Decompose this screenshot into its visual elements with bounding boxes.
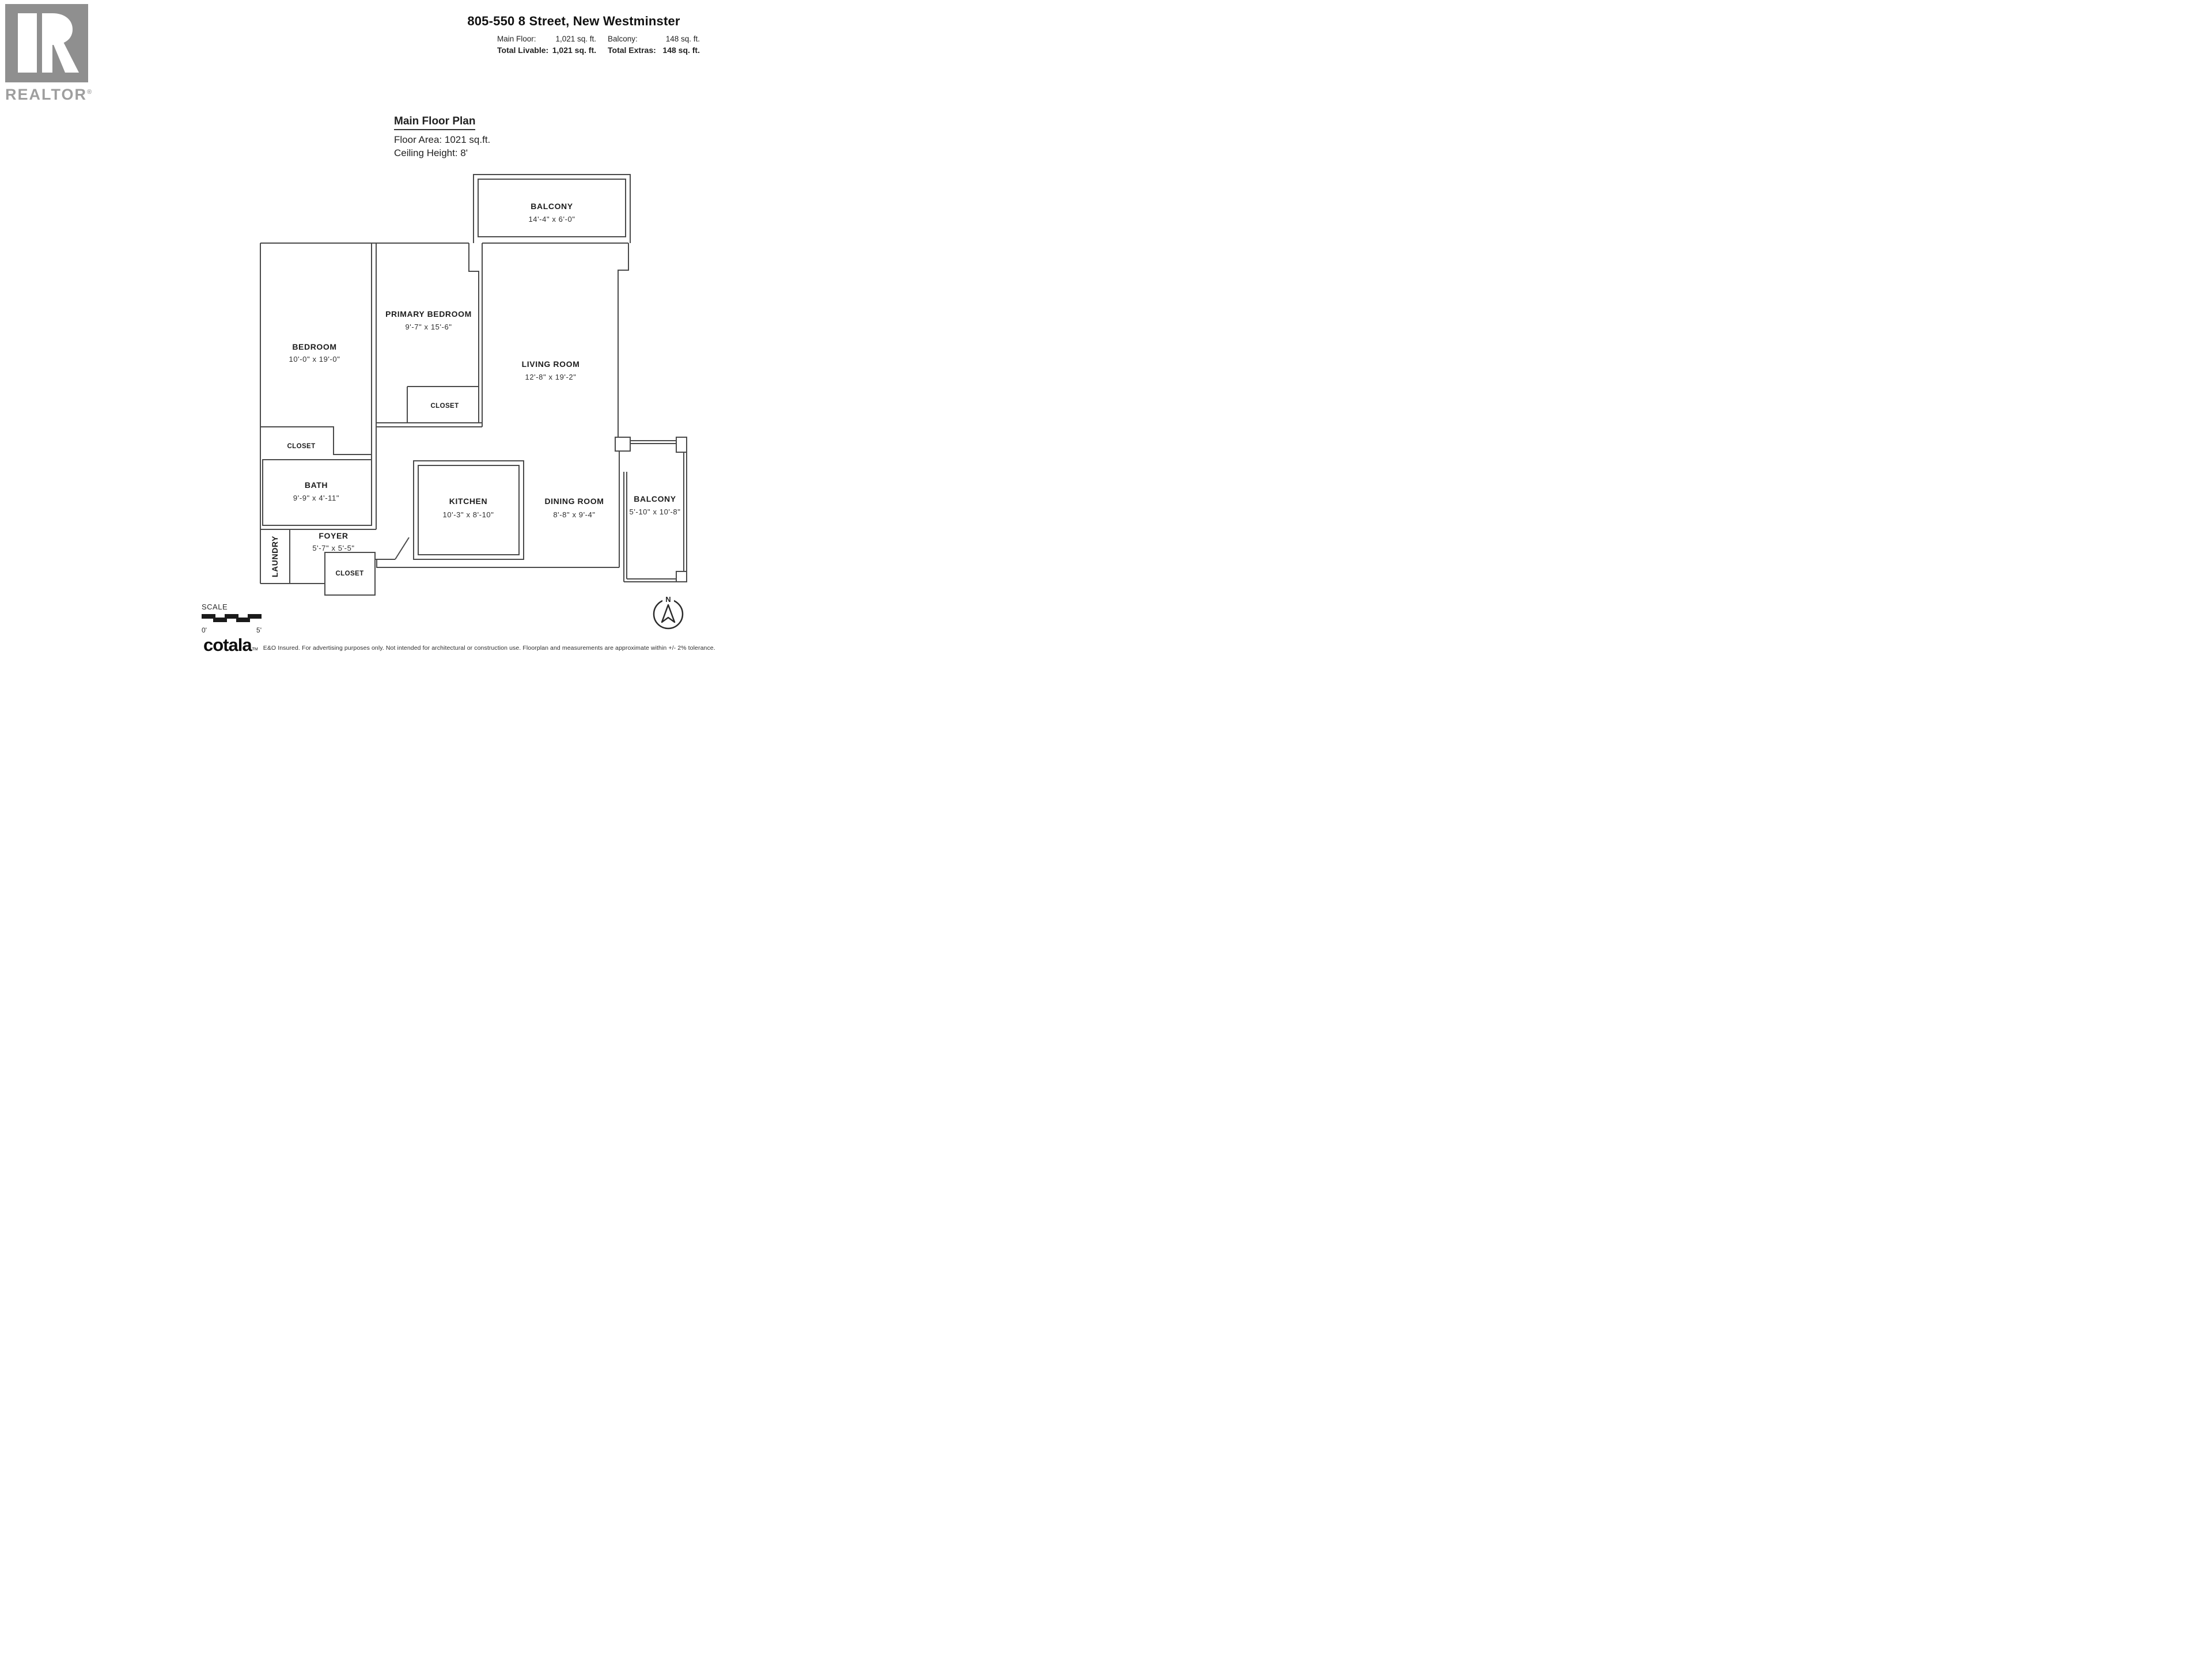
room-label-kitchen: KITCHEN <box>449 497 487 506</box>
room-label-laundry: LAUNDRY <box>270 536 279 577</box>
room-dims-primary: 9'-7" x 15'-6" <box>405 323 452 331</box>
room-label-bath: BATH <box>305 480 328 490</box>
stats-row-1: Main Floor: 1,021 sq. ft. Balcony: 148 s… <box>497 35 700 43</box>
north-compass-icon: N <box>653 594 684 630</box>
area-stats: Main Floor: 1,021 sq. ft. Balcony: 148 s… <box>497 35 700 57</box>
scale-end: 5' <box>256 626 262 634</box>
scale-start: 0' <box>202 626 207 634</box>
room-dims-foyer: 5'-7" x 5'-5" <box>312 544 354 552</box>
scale-bar-icon <box>202 614 262 622</box>
stat-value: 148 sq. ft. <box>662 46 700 55</box>
stat-label: Total Livable: <box>497 46 549 55</box>
room-label-closet-bedroom: CLOSET <box>287 443 315 450</box>
plan-info-block: Main Floor Plan Floor Area: 1021 sq.ft. … <box>394 115 490 160</box>
stat-value: 148 sq. ft. <box>665 35 700 43</box>
compass-north-label: N <box>665 595 671 604</box>
scale-block: SCALE 0' 5' <box>202 603 271 634</box>
stat-label: Main Floor: <box>497 35 536 43</box>
room-dims-balcony-top: 14'-4" x 6'-0" <box>528 215 575 224</box>
registered-symbol: ® <box>87 89 92 96</box>
room-labels: BALCONY 14'-4" x 6'-0" BEDROOM 10'-0" x … <box>270 202 680 577</box>
floor-plan-drawing: BALCONY 14'-4" x 6'-0" BEDROOM 10'-0" x … <box>257 171 695 600</box>
footer: cotalaTM E&O Insured. For advertising pu… <box>203 636 715 654</box>
room-label-closet-primary: CLOSET <box>430 403 459 410</box>
plan-ceiling-height: Ceiling Height: 8' <box>394 147 468 158</box>
room-label-closet-foyer: CLOSET <box>335 570 363 577</box>
stat-total-extras: Total Extras: 148 sq. ft. <box>608 46 700 55</box>
stat-value: 1,021 sq. ft. <box>552 46 596 55</box>
scale-label: SCALE <box>202 603 228 611</box>
room-label-primary: PRIMARY BEDROOM <box>385 309 472 319</box>
realtor-wordmark: REALTOR® <box>5 86 92 103</box>
room-label-bedroom: BEDROOM <box>292 342 336 351</box>
plan-floor-area: Floor Area: 1021 sq.ft. <box>394 134 491 145</box>
room-label-balcony-right: BALCONY <box>634 494 676 503</box>
page-title-address: 805-550 8 Street, New Westminster <box>467 14 680 28</box>
stat-value: 1,021 sq. ft. <box>555 35 596 43</box>
plan-title: Main Floor Plan <box>394 115 476 130</box>
room-dims-living: 12'-8" x 19'-2" <box>525 373 577 381</box>
stats-row-2: Total Livable: 1,021 sq. ft. Total Extra… <box>497 46 700 55</box>
room-label-dining: DINING ROOM <box>544 497 604 506</box>
room-dims-dining: 8'-8" x 9'-4" <box>553 510 595 519</box>
walls <box>260 174 687 596</box>
disclaimer-text: E&O Insured. For advertising purposes on… <box>263 645 715 652</box>
room-label-balcony-top: BALCONY <box>531 202 573 211</box>
realtor-r-icon <box>5 4 88 82</box>
room-dims-kitchen: 10'-3" x 8'-10" <box>443 510 494 519</box>
room-dims-balcony-right: 5'-10" x 10'-8" <box>630 507 681 516</box>
stat-balcony: Balcony: 148 sq. ft. <box>608 35 700 43</box>
room-dims-bedroom: 10'-0" x 19'-0" <box>289 355 340 363</box>
stat-label: Total Extras: <box>608 46 656 55</box>
floor-plan-svg: BALCONY 14'-4" x 6'-0" BEDROOM 10'-0" x … <box>260 174 687 596</box>
room-dims-bath: 9'-9" x 4'-11" <box>293 494 339 502</box>
room-label-foyer: FOYER <box>319 531 348 540</box>
stat-main-floor: Main Floor: 1,021 sq. ft. <box>497 35 596 43</box>
cotala-tm: TM <box>252 647 258 652</box>
stat-label: Balcony: <box>608 35 638 43</box>
realtor-logo-block: REALTOR® <box>5 4 103 103</box>
room-label-living: LIVING ROOM <box>522 359 580 369</box>
floor-plan-page: { "branding": { "realtor_wordmark": "REA… <box>0 0 885 664</box>
stat-total-livable: Total Livable: 1,021 sq. ft. <box>497 46 596 55</box>
cotala-logo: cotalaTM <box>203 635 258 655</box>
